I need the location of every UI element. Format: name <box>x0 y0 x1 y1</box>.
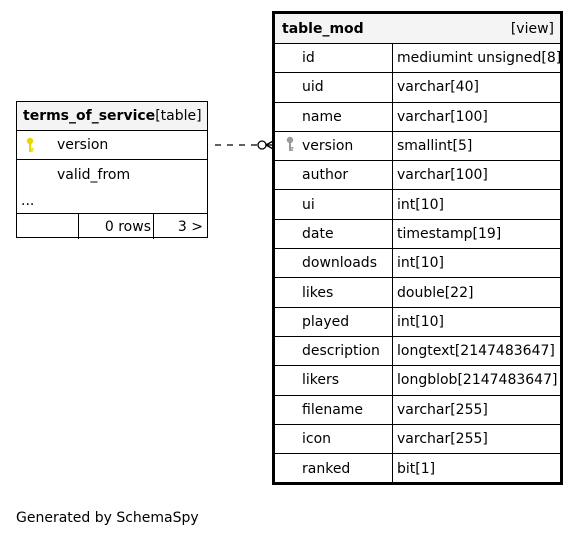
column-type: varchar[100] <box>397 108 488 125</box>
foreign-key-icon <box>286 136 302 156</box>
column-name: valid_from <box>57 166 131 183</box>
column-name: author <box>302 167 349 184</box>
table-more-row: ... <box>17 189 207 214</box>
column-name: uid <box>302 79 324 96</box>
column-name: ui <box>302 196 315 213</box>
column-name-cell: description <box>275 336 393 366</box>
table-name: table_mod <box>282 20 364 37</box>
table-mod-header[interactable]: table_mod [view] <box>275 14 560 44</box>
relationship-optional-circle <box>257 140 267 150</box>
column-name-cell: ui <box>275 190 393 219</box>
primary-key-icon <box>17 131 57 159</box>
column-row-downloads[interactable]: downloads int[10] <box>275 249 560 279</box>
column-type: smallint[5] <box>397 138 473 155</box>
column-row-version[interactable]: version <box>17 131 207 160</box>
column-type: timestamp[19] <box>397 225 502 242</box>
column-name: version <box>57 137 109 153</box>
column-name-cell: uid <box>275 73 393 102</box>
terms-of-service-table[interactable]: terms_of_service [table] version valid_fr… <box>16 101 208 239</box>
column-type: double[22] <box>397 284 474 301</box>
column-name-cell: date <box>275 219 393 249</box>
generated-by-footer: Generated by SchemaSpy <box>16 510 199 526</box>
terms-of-service-header[interactable]: terms_of_service [table] <box>17 102 207 131</box>
column-row-id[interactable]: id mediumint unsigned[8] <box>275 44 560 74</box>
table-name: terms_of_service <box>23 108 156 124</box>
column-type: varchar[40] <box>397 79 479 96</box>
column-name: likers <box>302 372 340 389</box>
column-row-valid-from[interactable]: valid_from <box>17 160 207 189</box>
table-type: [view] <box>510 20 554 37</box>
column-icon-spacer <box>17 160 57 189</box>
footer-spacer <box>17 214 79 239</box>
column-row-author[interactable]: author varchar[100] <box>275 161 560 191</box>
column-name: name <box>302 108 342 125</box>
column-row-icon[interactable]: icon varchar[255] <box>275 424 560 455</box>
column-name: likes <box>302 284 334 301</box>
column-type: longblob[2147483647] <box>397 372 558 389</box>
column-row-uid[interactable]: uid varchar[40] <box>275 73 560 103</box>
column-name-cell: version <box>275 131 393 161</box>
table-type: [table] <box>155 108 202 124</box>
column-row-played[interactable]: played int[10] <box>275 307 560 337</box>
column-name-cell: filename <box>275 395 393 424</box>
table-mod-view[interactable]: table_mod [view] id mediumint unsigned[8]… <box>272 11 563 485</box>
column-type: bit[1] <box>397 460 436 477</box>
column-type: varchar[100] <box>397 167 488 184</box>
column-row-likes[interactable]: likes double[22] <box>275 278 560 308</box>
column-type: int[10] <box>397 255 444 272</box>
column-name-cell: author <box>275 161 393 190</box>
column-name: downloads <box>302 255 377 272</box>
column-type: varchar[255] <box>397 431 488 447</box>
column-row-ui[interactable]: ui int[10] <box>275 190 560 220</box>
column-name-cell: icon <box>275 424 393 454</box>
column-row-filename[interactable]: filename varchar[255] <box>275 395 560 425</box>
column-name: ranked <box>302 460 351 477</box>
column-type: varchar[255] <box>397 401 488 418</box>
table-footer-row: 0 rows 3 > <box>17 214 207 239</box>
column-name-cell: played <box>275 307 393 336</box>
column-name: played <box>302 313 350 330</box>
column-name: id <box>302 50 315 67</box>
column-type: longtext[2147483647] <box>397 343 555 360</box>
column-name-cell: ranked <box>275 454 393 484</box>
column-type: int[10] <box>397 313 444 330</box>
column-type: int[10] <box>397 196 444 213</box>
row-count: 0 rows <box>79 214 154 239</box>
column-type: mediumint unsigned[8] <box>397 50 560 67</box>
column-row-name[interactable]: name varchar[100] <box>275 102 560 132</box>
column-row-date[interactable]: date timestamp[19] <box>275 219 560 250</box>
column-name-cell: downloads <box>275 249 393 278</box>
column-row-likers[interactable]: likers longblob[2147483647] <box>275 366 560 396</box>
column-row-description[interactable]: description longtext[2147483647] <box>275 336 560 367</box>
column-name-cell: id <box>275 44 393 73</box>
column-name-cell: name <box>275 102 393 131</box>
column-name: icon <box>302 431 332 447</box>
column-name-cell: likes <box>275 278 393 307</box>
column-row-version[interactable]: version smallint[5] <box>275 131 560 162</box>
children-count[interactable]: 3 > <box>177 218 203 235</box>
column-name: version <box>302 138 354 155</box>
column-row-ranked[interactable]: ranked bit[1] <box>275 454 560 484</box>
more-indicator: ... <box>21 193 35 209</box>
column-name: description <box>302 343 380 360</box>
column-name: date <box>302 225 334 242</box>
column-name: filename <box>302 401 364 418</box>
column-name-cell: likers <box>275 366 393 395</box>
